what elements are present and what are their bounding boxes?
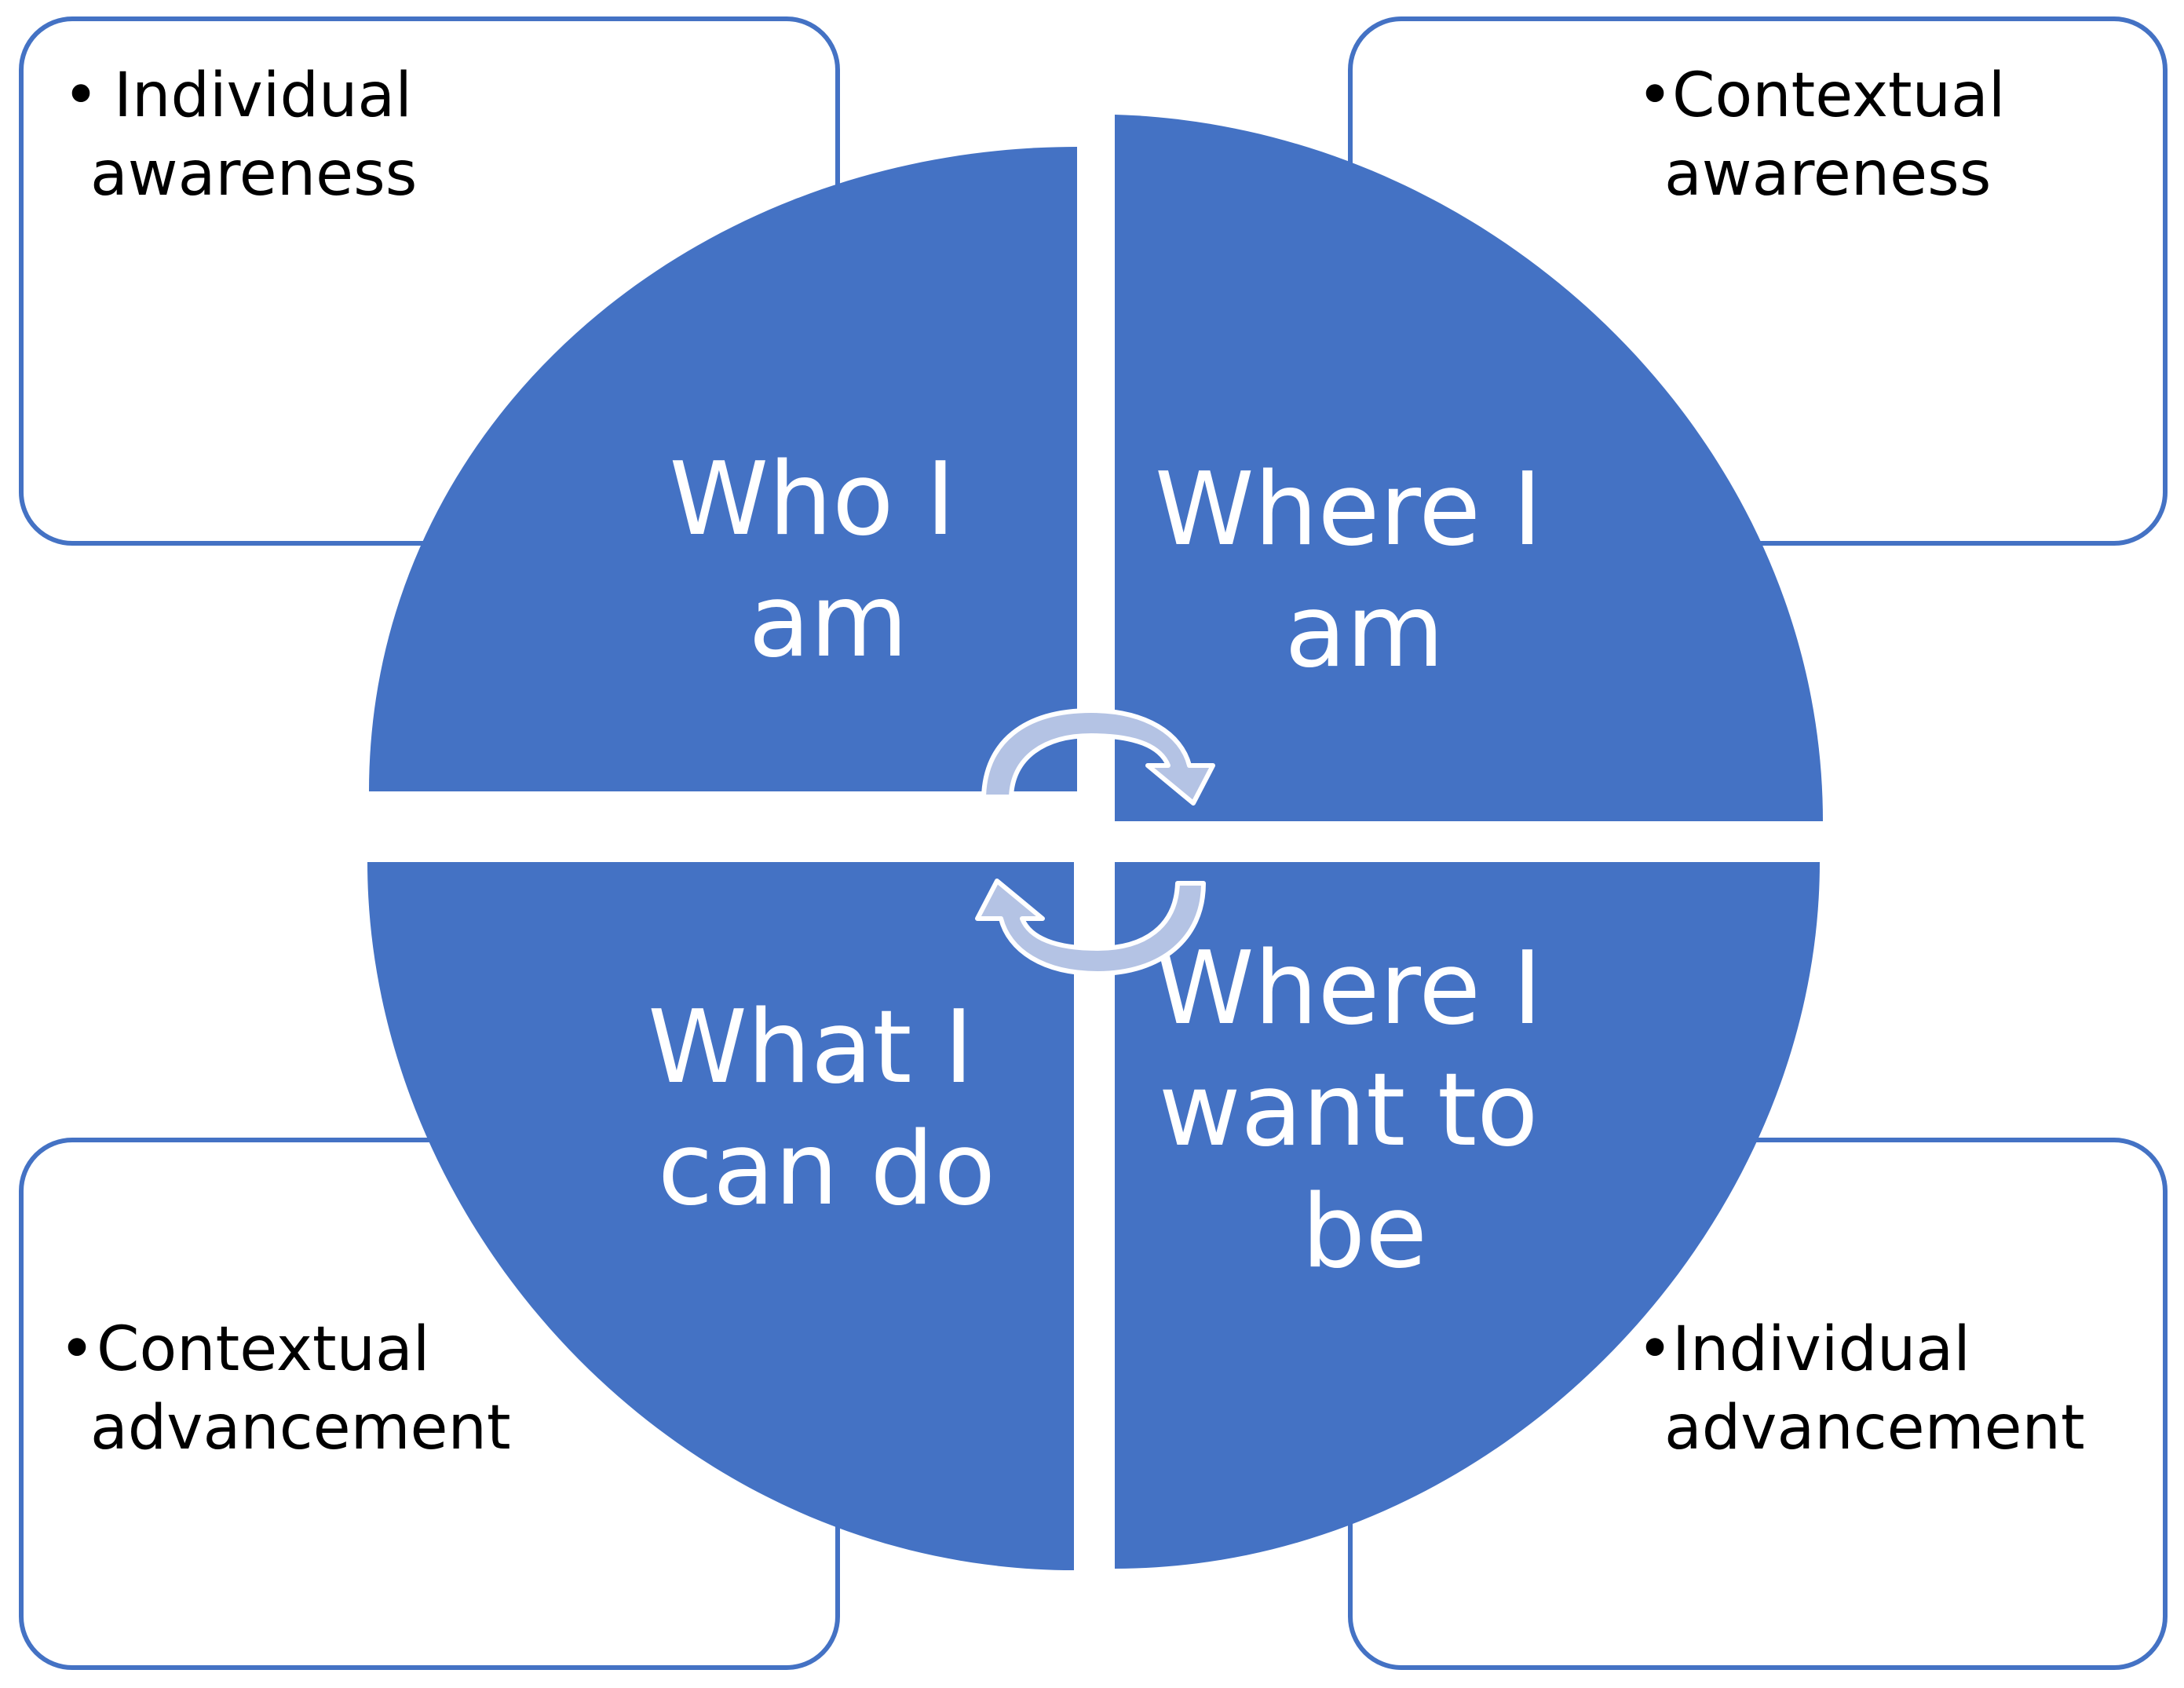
quadrant-label-top-left: Who I am — [669, 441, 987, 680]
quadrant-bottom-right — [1115, 862, 1820, 1569]
box-label-top-right: • Contextual awareness — [1637, 60, 2025, 210]
box-label-bottom-right: • Individual advancement — [1637, 1314, 2085, 1463]
box-label-top-left: • Individual awareness — [63, 60, 432, 210]
quadrant-top-right — [1115, 115, 1823, 821]
quadrant-bottom-left — [367, 862, 1074, 1570]
quadrant-top-left — [369, 147, 1077, 791]
cycle-arrow-bottom-icon — [975, 879, 1206, 976]
box-label-bottom-left: • Contextual advancement — [59, 1314, 511, 1463]
quadrant-label-bottom-right: Where I want to be — [1155, 930, 1574, 1291]
cycle-arrow-top-icon — [981, 708, 1215, 806]
quadrant-label-bottom-left: What I can do — [648, 989, 1005, 1228]
quadrant-label-top-right: Where I am — [1155, 451, 1574, 690]
